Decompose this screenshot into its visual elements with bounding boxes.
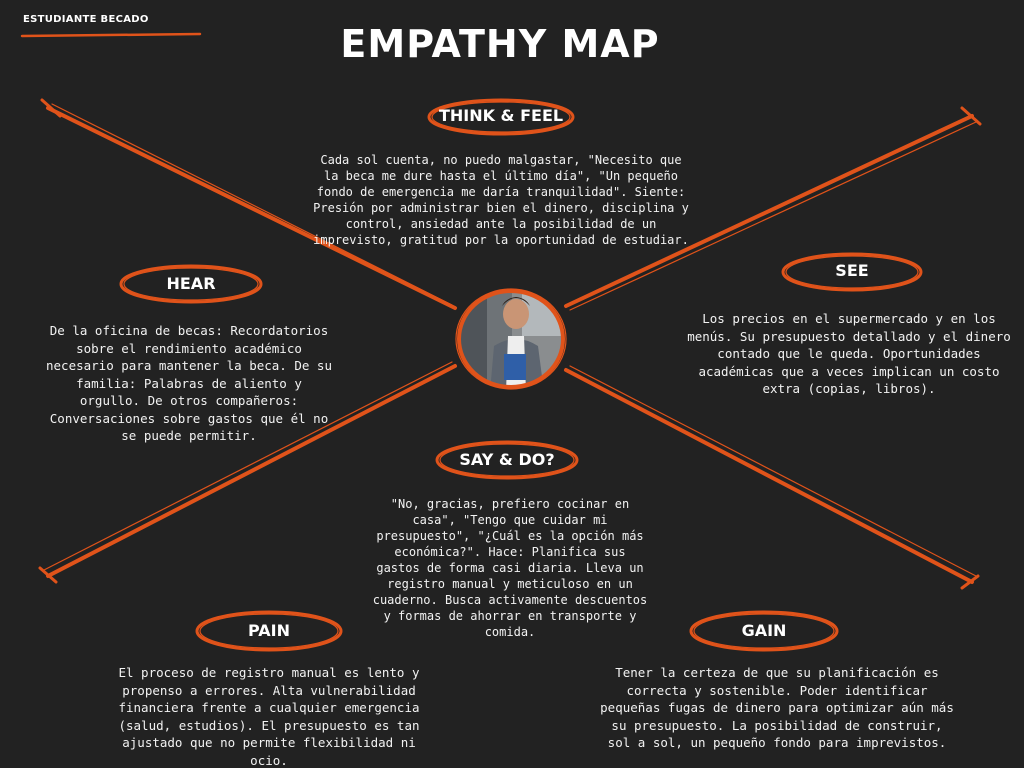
say-do-scribble-circle: [435, 440, 579, 480]
say-do-text: SAY & DO?: [459, 450, 555, 469]
see-description: Los precios en el supermercado y en los …: [687, 311, 1011, 396]
line-top-right-tip: [960, 106, 982, 126]
line-bottom-right-thin: [569, 365, 977, 577]
gain-label: GAIN: [688, 610, 840, 652]
see-scribble-circle: [781, 252, 923, 292]
hear-scribble-circle: [119, 264, 263, 304]
pain-description: El proceso de registro manual es lento y…: [118, 665, 420, 768]
hear-text: HEAR: [166, 274, 216, 293]
tag-underline: [20, 32, 202, 38]
line-top-left-tip: [40, 98, 62, 118]
line-bottom-left: [46, 364, 457, 578]
line-top-left: [46, 106, 457, 310]
say-do-label: SAY & DO?: [434, 440, 580, 480]
hear-label: HEAR: [118, 264, 264, 304]
gain-text: GAIN: [741, 621, 787, 640]
persona-photo: [452, 286, 570, 392]
pain-label: PAIN: [194, 610, 344, 652]
see-label: SEE: [780, 252, 924, 292]
line-top-left-thin: [51, 103, 453, 306]
see-text: SEE: [835, 261, 869, 280]
line-top-right-thin: [569, 121, 977, 311]
page-title: EMPATHY MAP: [340, 22, 660, 66]
think-feel-description: Cada sol cuenta, no puedo malgastar, "Ne…: [313, 153, 689, 247]
line-bottom-right: [564, 368, 974, 584]
think-feel-scribble-circle: [427, 98, 575, 136]
line-bottom-left-thin: [43, 361, 453, 571]
header-tag: ESTUDIANTE BECADO: [23, 14, 149, 25]
gain-description: Tener la certeza de que su planificación…: [600, 665, 954, 750]
say-do-description: "No, gracias, prefiero cocinar en casa",…: [372, 497, 648, 639]
pain-text: PAIN: [248, 621, 290, 640]
think-feel-text: THINK & FEEL: [438, 106, 564, 125]
gain-scribble-circle: [689, 610, 839, 652]
pain-scribble-circle: [195, 610, 343, 652]
line-top-right: [564, 114, 974, 308]
think-feel-label: THINK & FEEL: [426, 98, 576, 136]
line-bottom-left-tip: [38, 566, 58, 584]
hear-description: De la oficina de becas: Recordatorios so…: [46, 323, 332, 443]
line-bottom-right-tip: [960, 574, 980, 590]
